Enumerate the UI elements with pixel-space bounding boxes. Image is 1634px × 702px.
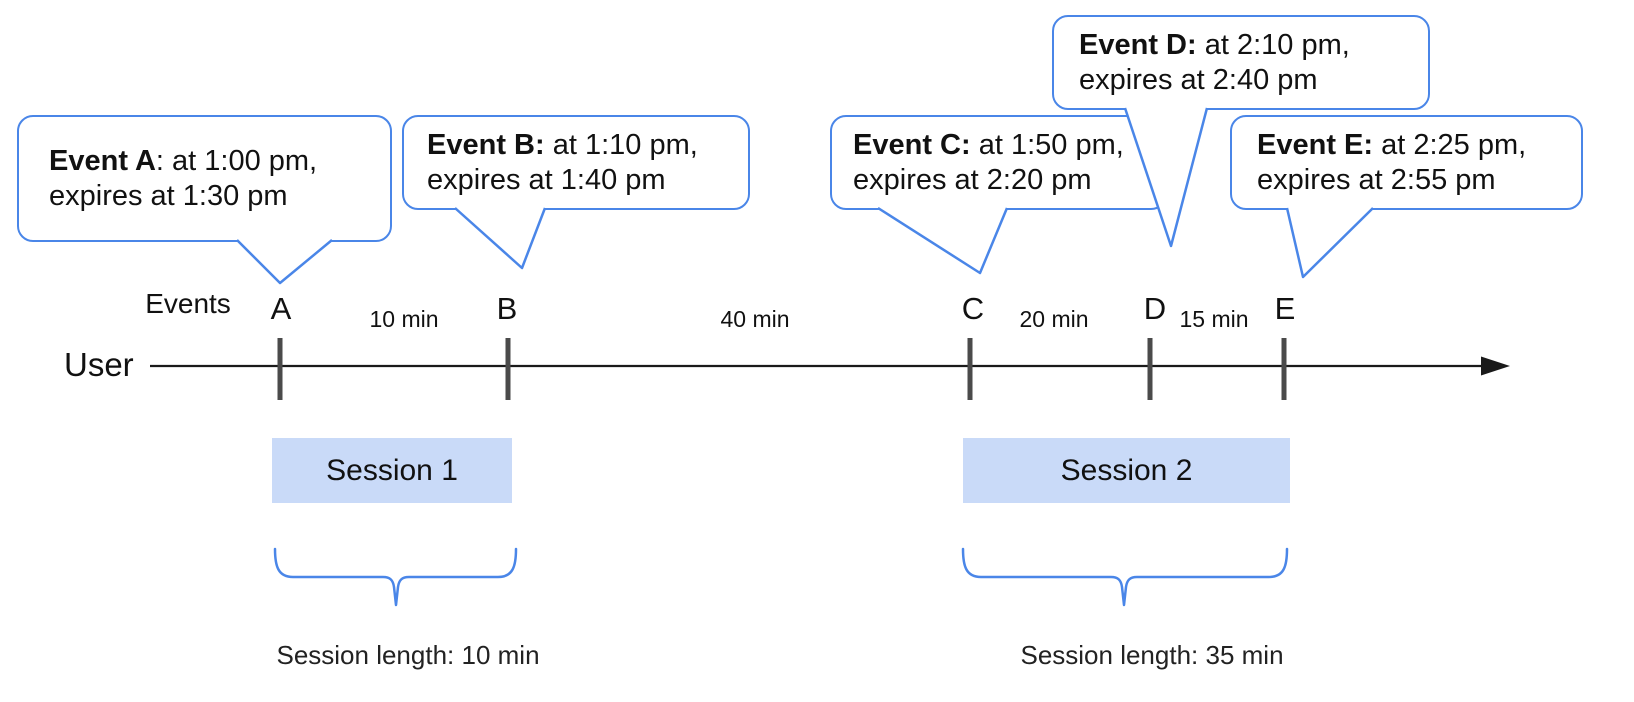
event-b-bubble-tail: [454, 207, 547, 270]
session-2-length-label: Session length: 35 min: [1020, 640, 1284, 670]
session-1-label: Session 1: [326, 453, 458, 487]
event-e-line2: expires at 2:55 pm: [1257, 163, 1496, 196]
event-a-title: Event A: [49, 144, 156, 177]
tick-event-d: [1147, 338, 1153, 400]
session-2-box: Session 2: [963, 438, 1290, 503]
event-c-time: at 1:50 pm,: [970, 128, 1124, 161]
event-b-line2: expires at 1:40 pm: [427, 163, 666, 196]
session-2-label: Session 2: [1060, 453, 1193, 487]
tick-event-b: [505, 338, 511, 400]
gap-d-e-label: 15 min: [1179, 306, 1249, 332]
event-a-line2: expires at 1:30 pm: [49, 179, 288, 212]
event-letter-c: C: [961, 291, 985, 326]
tick-event-a: [277, 338, 283, 400]
session-1-length-label: Session length: 10 min: [276, 640, 540, 670]
event-b-time: at 1:10 pm,: [544, 128, 698, 161]
session-1-brace: [273, 547, 518, 607]
gap-b-c-label: 40 min: [720, 306, 790, 332]
event-b-title: Event B:: [427, 128, 545, 161]
event-c-line1: Event C: at 1:50 pm,: [853, 128, 1165, 163]
event-e-bubble: Event E: at 2:25 pm, expires at 2:55 pm: [1230, 115, 1583, 210]
session-1-box: Session 1: [272, 438, 512, 503]
event-e-time: at 2:25 pm,: [1373, 128, 1527, 161]
event-c-bubble-tail: [877, 206, 1009, 275]
event-e-bubble-tail: [1285, 207, 1374, 279]
session-2-brace: [961, 547, 1289, 607]
event-b-line1: Event B: at 1:10 pm,: [427, 128, 748, 163]
event-a-line1: Event A: at 1:00 pm,: [49, 144, 390, 179]
tick-event-c: [967, 338, 973, 400]
event-letter-b: B: [496, 291, 518, 326]
gap-a-b-label: 10 min: [369, 306, 439, 332]
event-e-line1: Event E: at 2:25 pm,: [1257, 128, 1581, 163]
event-a-bubble: Event A: at 1:00 pm, expires at 1:30 pm: [17, 115, 392, 242]
event-c-line2: expires at 2:20 pm: [853, 163, 1092, 196]
event-c-bubble: Event C: at 1:50 pm, expires at 2:20 pm: [830, 115, 1167, 210]
event-d-line2: expires at 2:40 pm: [1079, 63, 1318, 96]
timeline-arrowhead-icon: [1481, 356, 1510, 376]
user-axis-label: User: [64, 346, 134, 383]
event-letter-a: A: [270, 291, 292, 326]
event-a-time: : at 1:00 pm,: [155, 144, 318, 177]
event-e-title: Event E:: [1257, 128, 1374, 161]
event-c-title: Event C:: [853, 128, 971, 161]
gap-c-d-label: 20 min: [1019, 306, 1089, 332]
event-d-title: Event D:: [1079, 28, 1197, 61]
tick-event-e: [1281, 338, 1287, 400]
events-axis-label: Events: [145, 288, 231, 319]
event-d-bubble: Event D: at 2:10 pm, expires at 2:40 pm: [1052, 15, 1430, 110]
event-letter-d: D: [1143, 291, 1167, 326]
event-a-bubble-tail: [236, 239, 333, 285]
event-b-bubble: Event B: at 1:10 pm, expires at 1:40 pm: [402, 115, 750, 210]
event-d-time: at 2:10 pm,: [1196, 28, 1350, 61]
event-d-line1: Event D: at 2:10 pm,: [1079, 28, 1428, 63]
event-letter-e: E: [1274, 291, 1296, 326]
